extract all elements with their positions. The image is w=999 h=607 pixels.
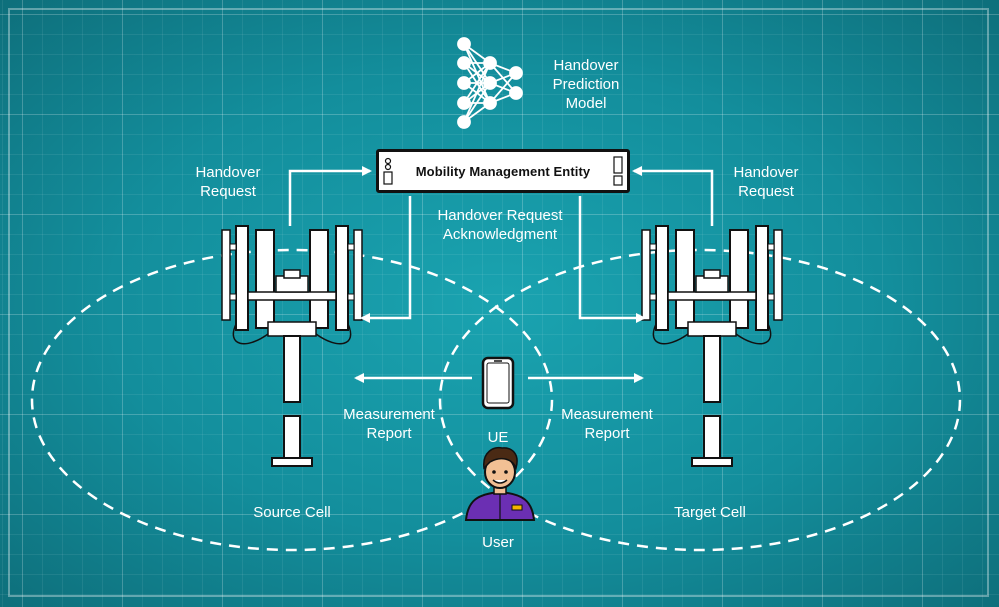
server-icon — [383, 157, 393, 185]
smartphone-icon — [481, 356, 515, 410]
handover-prediction-model-label: Handover Prediction Model — [552, 57, 620, 112]
handover-request-left-arrow — [288, 166, 372, 226]
target-cell-tower-icon — [641, 225, 783, 467]
handover-ack-right-arrow — [578, 196, 646, 323]
diagram-frame — [8, 8, 989, 597]
target-cell-coverage — [438, 248, 962, 552]
measurement-report-right-label: Measurement Report — [561, 406, 653, 442]
source-cell-coverage — [30, 248, 554, 552]
neural-network-icon — [457, 37, 523, 129]
source-cell-label: Source Cell — [253, 504, 331, 521]
handover-request-right-label: Handover Request — [733, 164, 799, 200]
handover-ack-label: Handover Request Acknowledgment — [437, 207, 563, 243]
handover-request-left-label: Handover Request — [195, 164, 261, 200]
target-cell-label: Target Cell — [674, 504, 746, 521]
user-label: User — [482, 534, 514, 551]
handover-request-right-arrow — [632, 166, 714, 226]
handover-ack-left-arrow — [360, 196, 412, 323]
ue-label: UE — [487, 429, 509, 446]
user-avatar-icon — [464, 446, 536, 521]
measurement-report-left-label: Measurement Report — [343, 406, 435, 442]
mme-label: Mobility Management Entity — [415, 163, 591, 179]
mobility-management-entity-box: Mobility Management Entity — [376, 149, 630, 193]
server-slot-icon — [613, 156, 623, 186]
